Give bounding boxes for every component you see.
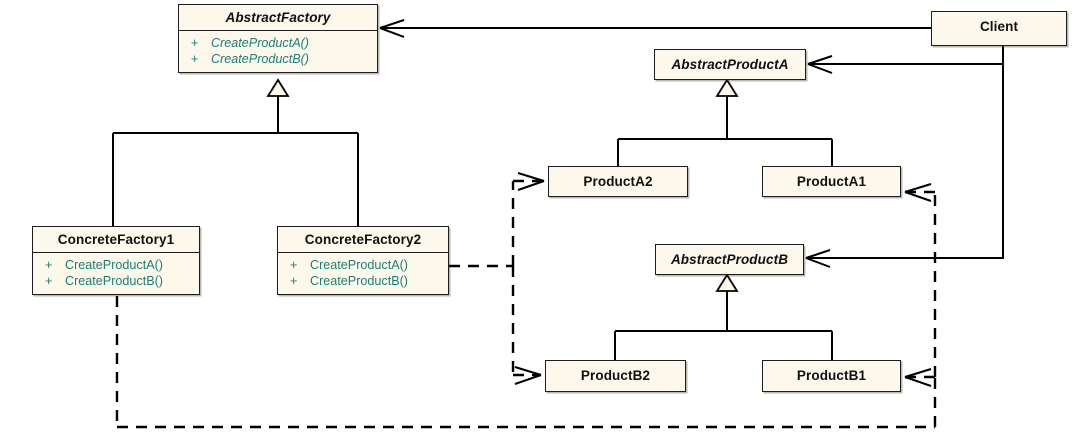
operation-row: + CreateProductB() — [39, 273, 193, 289]
generalization-products-a-to-abstract-product-a — [617, 78, 833, 166]
class-box-product-a2[interactable]: ProductA2 — [548, 166, 688, 197]
class-divider — [179, 30, 377, 31]
operation-visibility: + — [191, 36, 199, 50]
association-arrowhead-abstract-product-b — [805, 249, 831, 268]
dependency-arrowhead-product-a1 — [904, 183, 932, 202]
operation-row: + CreateProductA() — [185, 35, 371, 51]
class-name-product-b1: ProductB1 — [796, 368, 867, 383]
operation-row: + CreateProductA() — [284, 257, 442, 273]
class-box-client[interactable]: Client — [931, 11, 1067, 46]
class-name-product-a1: ProductA1 — [796, 174, 867, 189]
operation-row: + CreateProductB() — [284, 273, 442, 289]
association-line-client-abstract-product-a — [808, 46, 1004, 65]
class-box-concrete-factory-1[interactable]: ConcreteFactory1 + CreateProductA() + Cr… — [32, 226, 200, 295]
operations-compartment: + CreateProductA() + CreateProductB() — [278, 253, 448, 294]
generalization-triangle-abstract-product-b — [715, 273, 739, 292]
class-name-client: Client — [979, 19, 1019, 34]
operation-row: + CreateProductA() — [39, 257, 193, 273]
operations-compartment: + CreateProductA() + CreateProductB() — [33, 253, 199, 294]
operation-visibility: + — [45, 258, 53, 272]
generalization-triangle-abstract-factory — [266, 78, 290, 97]
class-name-abstract-product-a: AbstractProductA — [671, 57, 789, 72]
association-arrowhead-abstract-product-a — [807, 55, 833, 74]
operations-compartment: + CreateProductA() + CreateProductB() — [179, 31, 377, 72]
association-arrowhead-abstract-factory — [379, 19, 405, 38]
class-name-abstract-factory: AbstractFactory — [225, 10, 331, 25]
operation-name: CreateProductB() — [65, 274, 163, 288]
generalization-products-b-to-abstract-product-b — [614, 273, 833, 360]
class-box-abstract-product-a[interactable]: AbstractProductA — [654, 49, 806, 80]
operation-row: + CreateProductB() — [185, 51, 371, 67]
class-name-product-b2: ProductB2 — [580, 368, 651, 383]
dependency-arrowhead-product-b1 — [904, 368, 932, 387]
class-box-concrete-factory-2[interactable]: ConcreteFactory2 + CreateProductA() + Cr… — [277, 226, 449, 295]
class-name-concrete-factory-2: ConcreteFactory2 — [304, 232, 422, 247]
association-client-to-abstract-factory — [379, 19, 931, 38]
operation-visibility: + — [45, 274, 53, 288]
operation-visibility: + — [290, 274, 298, 288]
class-name-abstract-product-b: AbstractProductB — [670, 252, 789, 267]
class-box-product-a1[interactable]: ProductA1 — [762, 166, 901, 197]
operation-name: CreateProductB() — [310, 274, 408, 288]
operation-name: CreateProductA() — [310, 258, 408, 272]
class-name-product-a2: ProductA2 — [583, 174, 653, 189]
association-client-to-abstract-product-a — [807, 46, 1004, 74]
class-name-concrete-factory-1: ConcreteFactory1 — [57, 232, 175, 247]
operation-name: CreateProductB() — [211, 52, 309, 66]
generalization-concrete-factories-to-abstract-factory — [112, 78, 359, 226]
dependency-concrete-factory-2-to-products-2 — [449, 172, 545, 385]
operation-name: CreateProductA() — [211, 36, 309, 50]
association-line-client-abstract-product-b — [806, 64, 1004, 259]
class-divider — [278, 252, 448, 253]
class-box-product-b1[interactable]: ProductB1 — [762, 360, 901, 392]
dependency-arrowhead-product-b2 — [514, 366, 542, 385]
class-divider — [33, 252, 199, 253]
class-box-product-b2[interactable]: ProductB2 — [545, 360, 686, 392]
operation-visibility: + — [290, 258, 298, 272]
operation-visibility: + — [191, 52, 199, 66]
class-box-abstract-product-b[interactable]: AbstractProductB — [655, 244, 804, 275]
dependency-arrowhead-product-a2 — [517, 172, 545, 191]
class-box-abstract-factory[interactable]: AbstractFactory + CreateProductA() + Cre… — [178, 4, 378, 73]
generalization-triangle-abstract-product-a — [715, 78, 739, 97]
operation-name: CreateProductA() — [65, 258, 163, 272]
